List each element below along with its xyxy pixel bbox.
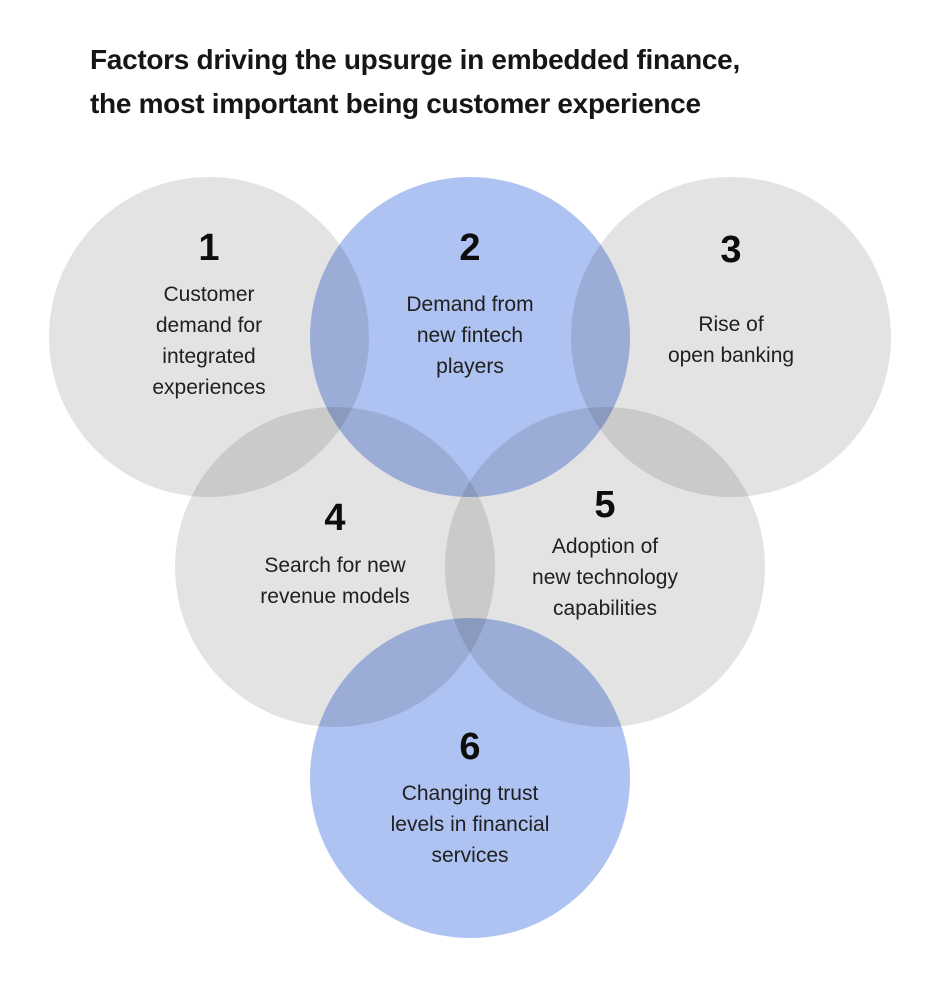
page-title-line-1: Factors driving the upsurge in embedded … — [90, 44, 740, 75]
factor-circle-6 — [310, 618, 630, 938]
page-title: Factors driving the upsurge in embedded … — [90, 38, 890, 126]
page-title-line-2: the most important being customer experi… — [90, 88, 701, 119]
